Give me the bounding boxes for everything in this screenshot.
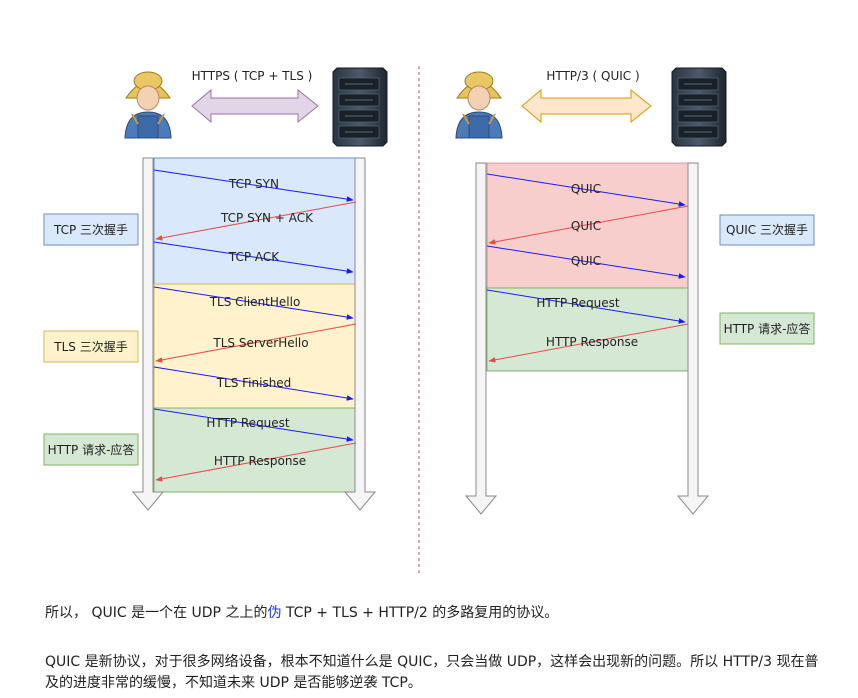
http-phase-label-box [43,433,139,466]
msg-label: HTTP Response [214,454,306,468]
http3-phase-label-box [719,312,815,345]
msg-label: QUIC [571,254,601,268]
quic-3-arrow [486,245,686,279]
quic-1-arrow [486,173,686,207]
tls-serverhello-arrow [155,323,357,363]
server-lifeline [676,162,710,515]
msg-label: TCP SYN + ACK [220,211,314,225]
msg-label: TCP SYN [228,177,279,191]
http-response-arrow-left [155,442,357,482]
tcp-synack-arrow [155,201,357,241]
left-double-arrow [191,88,319,124]
quic-phase-label: QUIC 三次握手 [726,222,808,237]
tcp-syn-arrow [153,169,354,202]
tls-phase-label: TLS 三次握手 [53,339,127,354]
left-panel-title: HTTPS ( TCP + TLS ) [192,69,313,83]
client-person-icon [124,71,172,139]
msg-label: TCP ACK [228,250,280,264]
client-lifeline [464,162,498,515]
http-phase-label: HTTP 请求-应答 [48,442,135,457]
http-request-arrow-left [153,408,354,442]
tcp-phase-label-box [43,213,139,246]
note-paragraph: QUIC 是新协议，对于很多网络设备，根本不知道什么是 QUIC，只会当做 UD… [45,654,819,691]
highlight-text: 伪 [267,605,282,621]
server-icon [671,67,727,147]
http3-phase-label: HTTP 请求-应答 [724,321,811,336]
client-person-icon [455,71,503,139]
right-double-arrow [521,88,652,124]
msg-label: TLS ClientHello [209,295,301,309]
tcp-phase-label: TCP 三次握手 [53,222,128,237]
msg-label: TLS Finished [216,376,292,390]
msg-label: QUIC [571,182,601,196]
right-panel-title: HTTP/3 ( QUIC ) [546,69,639,83]
right-panel: HTTP/3 ( QUIC ) QUIC QUIC QUIC HTTP Requ… [455,67,815,515]
client-lifeline [131,157,165,511]
server-icon [332,67,388,147]
msg-label: HTTP Request [536,296,620,310]
summary-paragraph: 所以， QUIC 是一个在 UDP 之上的伪 TCP + TLS + HTTP/… [45,605,559,621]
http3-phase-band [486,287,689,372]
left-panel: HTTPS ( TCP + TLS ) TCP SYN TCP SYN + AC… [43,67,388,511]
http-response-arrow-right [488,323,689,363]
tls-finished-arrow [153,366,354,401]
tls-clienthello-arrow [153,286,354,320]
tls-phase-label-box [43,330,139,363]
server-lifeline [343,157,377,511]
quic-phase-label-box [719,214,815,246]
msg-label: TLS ServerHello [212,336,308,350]
http-phase-band [153,407,357,493]
msg-label: HTTP Response [546,335,638,349]
tcp-ack-arrow [153,241,354,274]
msg-label: HTTP Request [206,416,290,430]
http-request-arrow-right [486,289,686,324]
msg-label: QUIC [571,219,601,233]
protocol-comparison-diagram: HTTPS ( TCP + TLS ) TCP SYN TCP SYN + AC… [43,66,815,575]
quic-2-arrow [488,205,689,245]
